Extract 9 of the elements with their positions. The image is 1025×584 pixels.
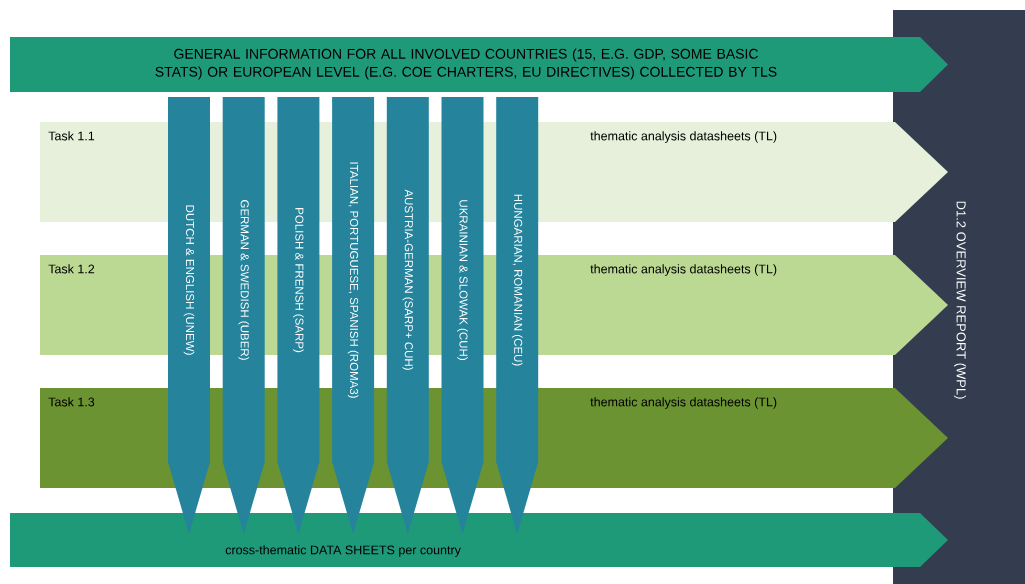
pointed-column: POLISH & FRENSH (SARP) bbox=[277, 97, 320, 534]
chevron-band: cross-thematic DATA SHEETS per country bbox=[10, 513, 948, 567]
chevron-band: GENERAL INFORMATION FOR ALL INVOLVED COUNTRIES (15, E.G. GDP, SOME BASIC STATS) OR EUROPEAN LEVEL (E.G. COE CHARTERS, EU DIRECTIVES) COLLECTED BY TLS bbox=[10, 37, 948, 92]
pointed-column: UKRAINIAN & SLOWAK (CUH) bbox=[441, 97, 484, 534]
pointed-column: GERMAN & SWEDISH (UBER) bbox=[222, 97, 265, 534]
pointed-column: AUSTRIA-GERMAN (SARP+ CUH) bbox=[386, 97, 429, 534]
pointed-column: DUTCH & ENGLISH (UNEW) bbox=[168, 97, 210, 534]
pointed-column: ITALIAN, PORTUGUESE, SPANISH (ROMA3) bbox=[332, 97, 375, 534]
pointed-column: HUNGARIAN, ROMANIAN (CEU) bbox=[496, 97, 539, 534]
